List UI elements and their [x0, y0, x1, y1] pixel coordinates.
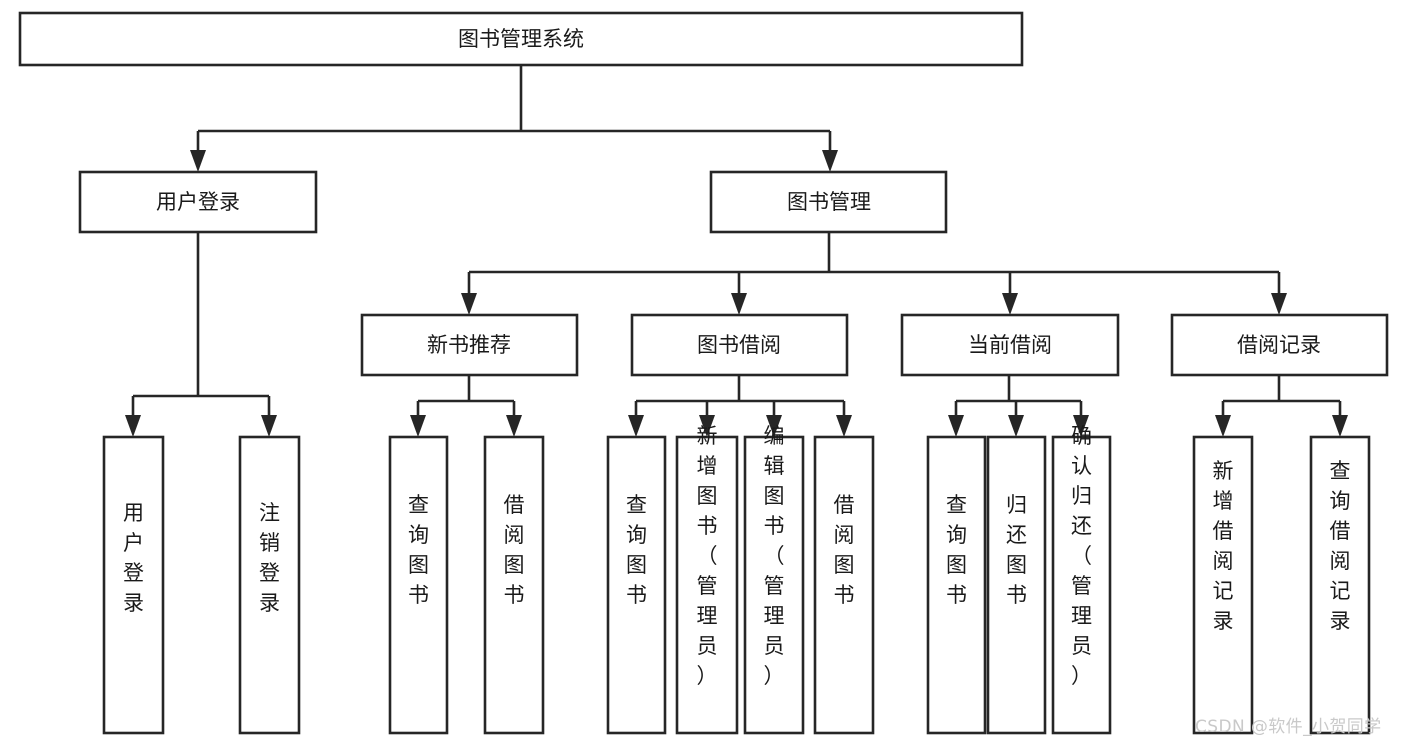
node-leaf-borrow-book[interactable]: 借阅图书	[813, 435, 875, 735]
node-leaf-query-borrow-record[interactable]: 查询借阅记录	[1309, 435, 1371, 735]
node-leaf-edit-book-admin-label: 编辑图书（管理员）	[764, 424, 785, 688]
node-borrow-record-box	[1170, 313, 1389, 377]
node-leaf-query-borrow-record-box	[1309, 435, 1371, 735]
node-leaf-add-borrow-record-label: 新增借阅记录	[1213, 459, 1234, 633]
node-leaf-user-logout-label: 注销登录	[259, 501, 280, 615]
node-leaf-confirm-return-admin[interactable]: 确认归还（管理员）	[1051, 424, 1112, 735]
node-leaf-user-login-box	[102, 435, 165, 735]
node-root-label: 图书管理系统	[458, 27, 584, 51]
arrow-head-icon	[766, 415, 782, 437]
node-new-book-recommend-box	[360, 313, 579, 377]
node-leaf-user-logout[interactable]: 注销登录	[238, 435, 301, 735]
node-leaf-confirm-return-admin-label: 确认归还（管理员）	[1071, 424, 1092, 688]
node-root[interactable]: 图书管理系统	[18, 11, 1024, 67]
node-current-borrow-label: 当前借阅	[968, 333, 1052, 357]
arrow-head-icon	[125, 415, 141, 437]
node-leaf-user-login[interactable]: 用户登录	[102, 435, 165, 735]
node-leaf-query-book-borrow-box	[606, 435, 667, 735]
node-leaf-user-login-label: 用户登录	[123, 501, 144, 615]
node-leaf-query-borrow-record-label: 查询借阅记录	[1330, 459, 1351, 633]
node-leaf-query-book-rec-box	[388, 435, 449, 735]
node-leaf-add-borrow-record-box	[1192, 435, 1254, 735]
arrow-head-icon	[190, 150, 206, 172]
node-leaf-add-borrow-record[interactable]: 新增借阅记录	[1192, 435, 1254, 735]
connector-user-login-bus	[131, 232, 271, 417]
arrow-head-icon	[699, 415, 715, 437]
node-leaf-query-book-current-label: 查询图书	[946, 493, 967, 607]
node-leaf-query-book-rec[interactable]: 查询图书	[388, 435, 449, 735]
arrow-head-icon	[1008, 415, 1024, 437]
node-leaf-user-logout-box	[238, 435, 301, 735]
node-book-borrow-label: 图书借阅	[697, 333, 781, 357]
node-root-box	[18, 11, 1024, 67]
node-leaf-confirm-return-admin-box	[1051, 435, 1112, 735]
arrow-head-icon	[1271, 293, 1287, 315]
arrow-head-icon	[506, 415, 522, 437]
node-book-borrow-box	[630, 313, 849, 377]
node-new-book-recommend[interactable]: 新书推荐	[360, 313, 579, 377]
node-current-borrow-box	[900, 313, 1120, 377]
node-leaf-add-book-admin-label: 新增图书（管理员）	[697, 424, 718, 688]
arrow-head-icon	[836, 415, 852, 437]
arrow-heads	[125, 150, 1348, 437]
connector-new-book-recommend-bus	[416, 375, 516, 417]
node-leaf-borrow-book-rec[interactable]: 借阅图书	[483, 435, 545, 735]
node-leaf-borrow-book-rec-box	[483, 435, 545, 735]
node-leaf-borrow-book-label: 借阅图书	[834, 493, 855, 607]
arrow-head-icon	[1215, 415, 1231, 437]
arrow-head-icon	[628, 415, 644, 437]
connector-book-borrow-bus	[634, 375, 846, 417]
node-borrow-record-label: 借阅记录	[1237, 333, 1321, 357]
node-user-login-label: 用户登录	[156, 190, 240, 214]
node-book-management-label: 图书管理	[787, 190, 871, 214]
node-leaf-return-book-box	[986, 435, 1047, 735]
connector-borrow-record-bus	[1221, 375, 1342, 417]
arrow-head-icon	[461, 293, 477, 315]
node-leaf-return-book[interactable]: 归还图书	[986, 435, 1047, 735]
node-leaf-return-book-label: 归还图书	[1006, 493, 1027, 607]
arrow-head-icon	[731, 293, 747, 315]
node-leaf-borrow-book-box	[813, 435, 875, 735]
node-leaf-query-book-borrow-label: 查询图书	[626, 493, 647, 607]
arrow-head-icon	[822, 150, 838, 172]
connector-root-bus	[196, 65, 832, 152]
node-leaf-edit-book-admin[interactable]: 编辑图书（管理员）	[743, 424, 805, 735]
arrow-head-icon	[261, 415, 277, 437]
arrow-head-icon	[1002, 293, 1018, 315]
node-book-management-box	[709, 170, 948, 234]
node-borrow-record[interactable]: 借阅记录	[1170, 313, 1389, 377]
leaf-nodes-layer: 用户登录 注销登录 查询图书 借阅图书 查询图书 新增图书（管理员） 编辑图书（管理员） 借阅…	[102, 424, 1371, 735]
node-current-borrow[interactable]: 当前借阅	[900, 313, 1120, 377]
arrow-head-icon	[410, 415, 426, 437]
node-leaf-query-book-borrow[interactable]: 查询图书	[606, 435, 667, 735]
node-leaf-query-book-current[interactable]: 查询图书	[926, 435, 987, 735]
node-book-management[interactable]: 图书管理	[709, 170, 948, 234]
connector-current-borrow-bus	[954, 375, 1083, 417]
node-leaf-query-book-rec-label: 查询图书	[408, 493, 429, 607]
node-new-book-recommend-label: 新书推荐	[427, 333, 511, 357]
watermark-csdn: CSDN @软件_小贺同学	[1195, 717, 1382, 737]
node-leaf-add-book-admin-box	[675, 435, 739, 735]
node-user-login[interactable]: 用户登录	[78, 170, 318, 234]
node-book-borrow[interactable]: 图书借阅	[630, 313, 849, 377]
node-leaf-edit-book-admin-box	[743, 435, 805, 735]
connectors	[131, 65, 1342, 417]
arrow-head-icon	[1332, 415, 1348, 437]
arrow-head-icon	[948, 415, 964, 437]
node-user-login-box	[78, 170, 318, 234]
node-leaf-add-book-admin[interactable]: 新增图书（管理员）	[675, 424, 739, 735]
node-leaf-query-book-current-box	[926, 435, 987, 735]
arrow-head-icon	[1073, 415, 1089, 437]
node-leaf-borrow-book-rec-label: 借阅图书	[504, 493, 525, 607]
connector-book-management-bus	[467, 232, 1281, 295]
